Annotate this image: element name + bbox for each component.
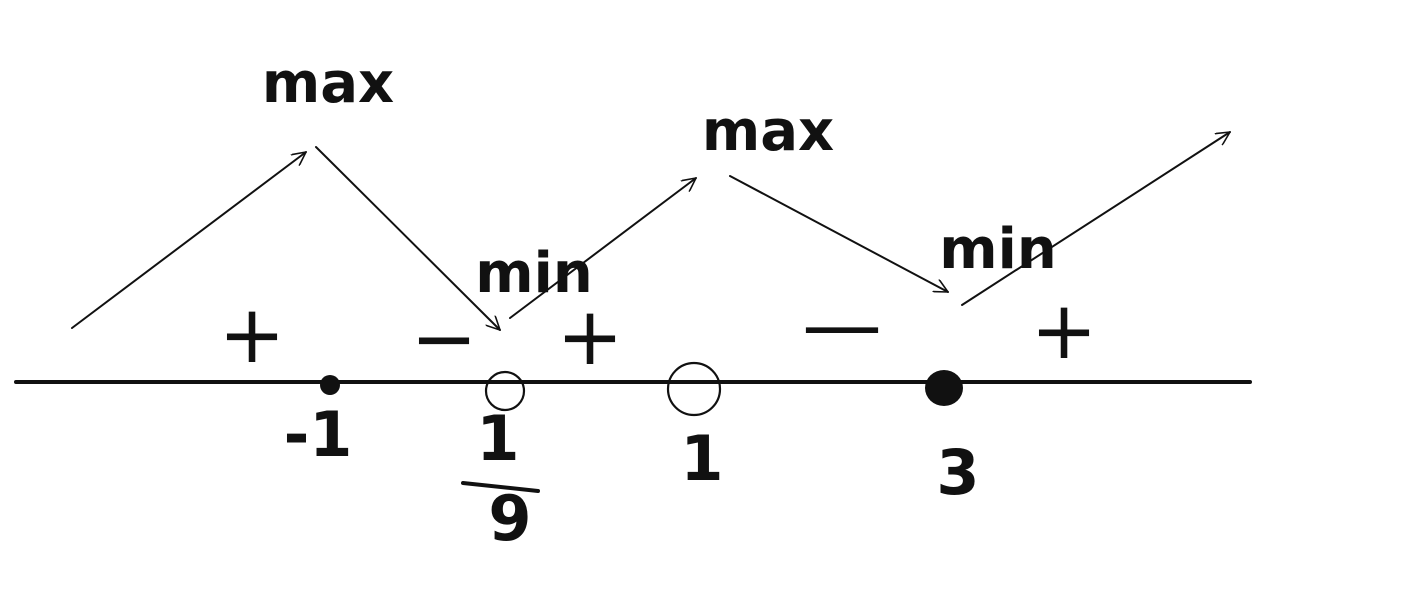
sign-label-interval-2: − — [410, 292, 477, 385]
increase-arrow-1 — [71, 151, 307, 329]
increase-arrow-2 — [509, 177, 697, 319]
point-marker-neg1 — [320, 375, 340, 395]
decrease-arrow-1 — [315, 146, 501, 331]
increase-arrow-3 — [961, 131, 1231, 306]
extremum-label-min-2: min — [939, 217, 1056, 282]
extremum-label-max-2: max — [702, 99, 834, 164]
tick-label-three: 3 — [936, 436, 979, 509]
tick-label-one: 1 — [680, 422, 723, 495]
sign-label-interval-1: + — [218, 288, 285, 381]
sign-label-interval-3: + — [556, 290, 623, 383]
extremum-label-min-1: min — [475, 241, 592, 306]
decrease-arrow-2 — [729, 175, 949, 293]
fraction-bar — [461, 481, 540, 493]
tick-label-one-ninth-numerator: 1 — [476, 402, 519, 475]
point-marker-one-ninth — [484, 370, 526, 412]
point-marker-one — [666, 361, 722, 417]
sign-label-interval-5: + — [1030, 284, 1097, 377]
tick-label-neg1: -1 — [284, 398, 353, 471]
tick-label-one-ninth-denominator: 9 — [488, 482, 531, 555]
point-marker-three — [925, 370, 963, 406]
sign-label-interval-4: — — [802, 278, 882, 371]
extremum-label-max-1: max — [262, 51, 394, 116]
